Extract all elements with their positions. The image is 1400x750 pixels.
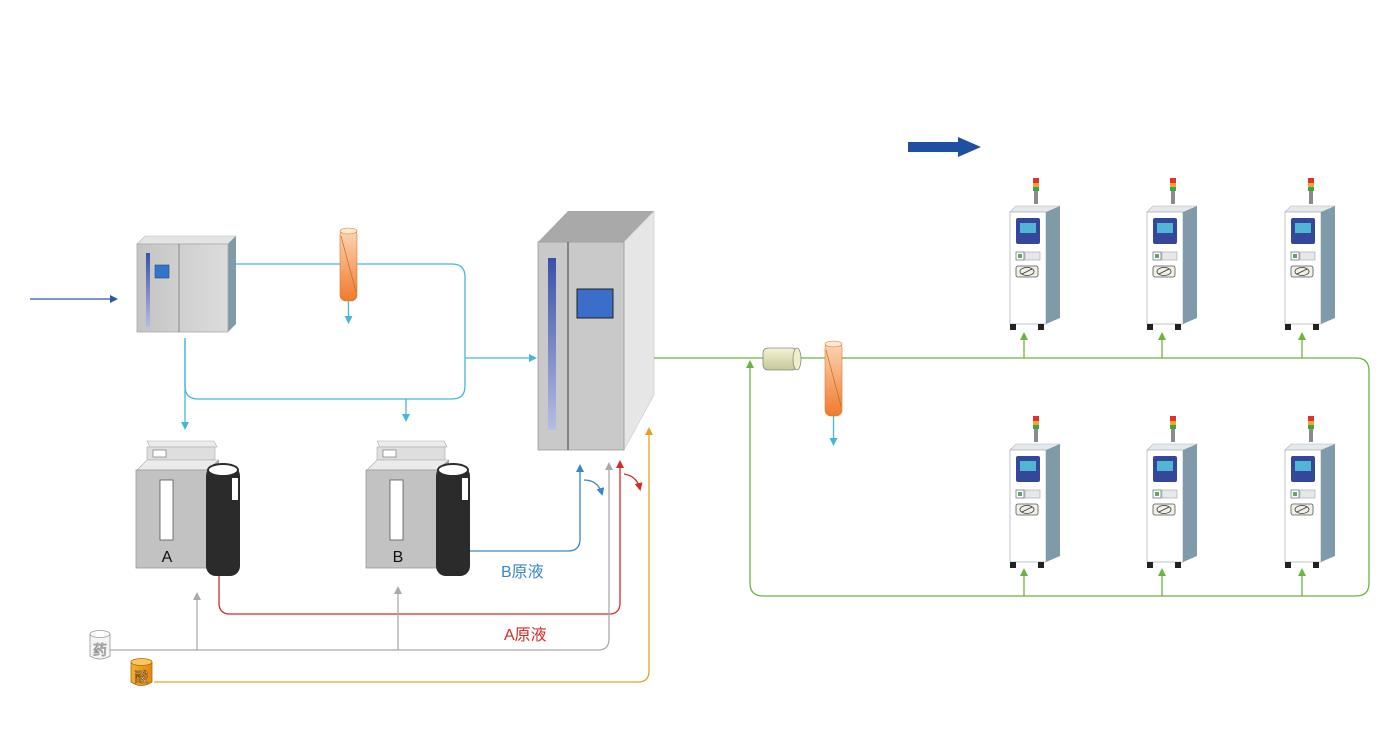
drug-drum: 药	[89, 630, 111, 660]
water-filter-1	[339, 227, 358, 324]
drug-drum-label: 药	[93, 642, 107, 658]
dialysate-loop-pipe	[654, 357, 1370, 597]
central-supply-cabinet	[537, 210, 655, 451]
b-solution-label: B原液	[501, 563, 544, 581]
acid-drum: 酸	[130, 658, 153, 686]
ro-water-loop-pipe	[184, 263, 466, 400]
mixer-a-label: A	[162, 549, 173, 566]
ro-panel-screen	[154, 264, 170, 279]
dialysis-machine-4	[1009, 415, 1061, 569]
a-solution-return	[623, 473, 643, 491]
buffer-tank	[762, 347, 802, 371]
b-solution-pipe	[470, 464, 584, 552]
mixer-b-label: B	[393, 549, 404, 566]
dialysis-machine-2	[1146, 177, 1198, 331]
a-solution-pipe	[218, 460, 624, 615]
flow-direction-arrow	[908, 137, 981, 157]
drug-supply-pipe	[108, 462, 613, 651]
dialysis-machine-1	[1009, 177, 1061, 331]
b-solution-return	[583, 479, 605, 496]
mixer-b-machine: B	[365, 440, 470, 576]
ro-status-bar	[146, 253, 150, 327]
dialysis-machine-3	[1284, 177, 1336, 331]
dialysate-filter	[824, 340, 843, 446]
mixer-a-machine: A	[135, 440, 240, 576]
machine-feed-arrows	[1020, 332, 1306, 596]
ro-water-unit	[136, 235, 237, 333]
acid-drum-label: 酸	[135, 669, 149, 685]
a-solution-label: A原液	[504, 626, 547, 644]
acid-supply-pipe	[154, 427, 653, 683]
dialysis-machine-6	[1284, 415, 1336, 569]
dialysis-machine-5	[1146, 415, 1198, 569]
